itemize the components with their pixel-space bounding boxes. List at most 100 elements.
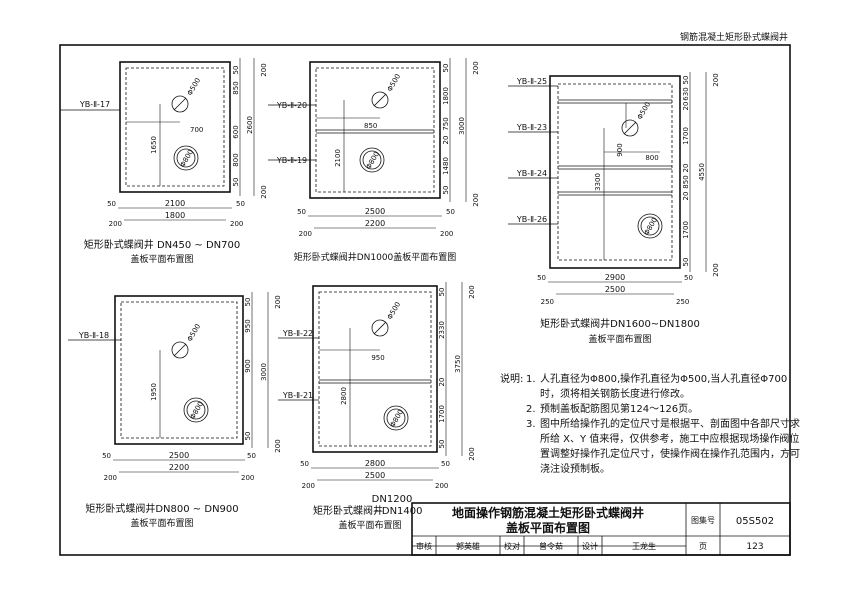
svg-text:Φ800: Φ800	[643, 216, 659, 236]
p3-caption-1: 矩形卧式蝶阀井DN1600~DN1800	[540, 317, 700, 330]
svg-text:950: 950	[371, 354, 384, 362]
tb-check-label: 校对	[504, 541, 520, 551]
note-row-1: 说明: 1. 人孔直径为Φ800,操作孔直径为Φ500,当人孔直径Φ700时，须…	[500, 372, 800, 402]
p2-slab-label-2: YB-Ⅱ-19	[276, 156, 307, 165]
svg-text:2200: 2200	[365, 219, 385, 228]
note-row-3: 3. 图中所给操作孔的定位尺寸是根据平、剖面图中各部尺寸求所给 X、Y 值来得，…	[526, 419, 800, 475]
tb-title-2: 盖板平面布置图	[506, 520, 590, 535]
svg-text:50: 50	[682, 258, 690, 267]
svg-text:20: 20	[438, 378, 446, 387]
p1-hole-small-label: Φ500	[186, 77, 202, 97]
svg-text:50: 50	[438, 288, 446, 297]
header-title: 钢筋混凝土矩形卧式蝶阀井	[680, 31, 788, 43]
p1-slab-label: YB-Ⅱ-17	[79, 100, 110, 109]
svg-text:1700: 1700	[682, 127, 690, 145]
svg-text:900: 900	[616, 143, 624, 156]
svg-text:630: 630	[682, 87, 690, 100]
svg-text:950: 950	[244, 319, 252, 332]
svg-text:50: 50	[102, 452, 111, 460]
tb-atlas-no: 05S502	[736, 516, 774, 527]
p1-dim-r-200b: 200	[260, 185, 268, 198]
svg-text:200: 200	[274, 295, 282, 308]
p1-bottom-edge-1: 50	[107, 200, 116, 208]
svg-text:Φ500: Φ500	[186, 323, 202, 343]
p5-caption-mid: ~DN1400	[373, 506, 422, 517]
svg-text:1800: 1800	[442, 87, 450, 105]
p1-dim-r-600: 600	[232, 125, 240, 138]
p2-inner-h: 2100	[334, 149, 342, 167]
svg-text:200: 200	[440, 230, 453, 238]
p2-outer-wall	[309, 61, 441, 199]
svg-text:200: 200	[468, 447, 476, 460]
svg-text:200: 200	[241, 474, 254, 482]
p1-bottom-outer: 2100	[165, 199, 185, 208]
svg-text:50: 50	[297, 208, 306, 216]
note-3-text: 图中所给操作孔的定位尺寸是根据平、剖面图中各部尺寸求所给 X、Y 值来得，仅供参…	[540, 419, 800, 475]
svg-text:250: 250	[676, 298, 689, 306]
p1-outer-wall	[119, 61, 231, 193]
svg-text:50: 50	[684, 274, 693, 282]
svg-text:50: 50	[537, 274, 546, 282]
svg-text:50: 50	[247, 452, 256, 460]
p3-slab-label-1: YB-Ⅱ-25	[516, 77, 547, 86]
note-1-text: 人孔直径为Φ800,操作孔直径为Φ500,当人孔直径Φ700时，须将相关钢筋长度…	[540, 374, 788, 400]
p3-slab-label-3: YB-Ⅱ-24	[516, 169, 547, 178]
svg-text:3000: 3000	[458, 117, 466, 135]
p5-caption-2: 盖板平面布置图	[338, 519, 401, 531]
p5-slab-label-1: YB-Ⅱ-22	[282, 329, 313, 338]
p1-bottom-edge-3: 200	[230, 220, 243, 228]
svg-text:200: 200	[472, 61, 480, 74]
p1-hole-x: 700	[190, 126, 203, 134]
p1-dim-r-200: 200	[260, 63, 268, 76]
tb-title-1: 地面操作钢筋混凝土矩形卧式蝶阀井	[452, 505, 644, 520]
svg-text:Φ800: Φ800	[389, 408, 405, 428]
svg-text:200: 200	[302, 482, 315, 490]
svg-text:Φ500: Φ500	[386, 301, 402, 321]
svg-text:2200: 2200	[169, 463, 189, 472]
svg-text:Φ500: Φ500	[636, 101, 652, 121]
p5-slab-label-2: YB-Ⅱ-21	[282, 391, 313, 400]
svg-text:50: 50	[441, 460, 450, 468]
p5-caption-1: 矩形卧式蝶阀井	[313, 504, 383, 517]
notes-label: 说明:	[500, 374, 524, 385]
svg-text:20: 20	[682, 164, 690, 173]
tb-review-label: 审核	[416, 541, 432, 551]
svg-text:2900: 2900	[605, 273, 625, 282]
svg-text:50: 50	[300, 460, 309, 468]
p1-caption-2: 盖板平面布置图	[130, 253, 193, 265]
p3-slab-label-4: YB-Ⅱ-26	[516, 215, 547, 224]
p4-caption-1: 矩形卧式蝶阀井DN800 ~ DN900	[85, 502, 238, 515]
svg-text:50: 50	[442, 186, 450, 195]
svg-text:50: 50	[244, 432, 252, 441]
svg-text:200: 200	[712, 73, 720, 86]
p1-dim-r-800: 800	[232, 153, 240, 166]
p5-caption-top: DN1200	[372, 494, 413, 505]
p1-hole-large-label: Φ800	[179, 148, 195, 168]
tb-page-no: 123	[746, 542, 763, 552]
svg-text:50: 50	[446, 208, 455, 216]
panel-dn450-700: YB-Ⅱ-17 Φ500 Φ800 1650 700 50 200 850 26…	[60, 58, 268, 265]
svg-text:3300: 3300	[594, 173, 602, 191]
svg-text:250: 250	[541, 298, 554, 306]
panel-dn1000: YB-Ⅱ-20 YB-Ⅱ-19 Φ500 Φ800 2100 850 50 20…	[268, 58, 480, 263]
svg-text:50: 50	[438, 440, 446, 449]
tb-page-label: 页	[699, 542, 707, 551]
p2-hole-x: 850	[364, 122, 377, 130]
p2-caption: 矩形卧式蝶阀井DN1000盖板平面布置图	[294, 251, 457, 263]
svg-text:1480: 1480	[442, 157, 450, 175]
p1-dim-r-50b: 50	[232, 178, 240, 187]
tb-design-label: 设计	[582, 541, 598, 551]
p3-slab-label-2: YB-Ⅱ-23	[516, 123, 547, 132]
p1-caption-1: 矩形卧式蝶阀井 DN450 ~ DN700	[84, 238, 240, 251]
svg-text:2500: 2500	[605, 285, 625, 294]
note-row-2: 2. 预制盖板配筋图见第124～126页。	[500, 402, 800, 417]
p2-hole-small-label: Φ500	[386, 73, 402, 93]
svg-text:750: 750	[442, 117, 450, 130]
p4-caption-2: 盖板平面布置图	[130, 517, 193, 529]
svg-text:2800: 2800	[365, 459, 385, 468]
panel-dn1200-1400: YB-Ⅱ-22 YB-Ⅱ-21 Φ500 Φ800 2800 950 50 20…	[278, 282, 476, 531]
svg-text:20: 20	[682, 102, 690, 111]
p1-manhole	[173, 145, 199, 171]
